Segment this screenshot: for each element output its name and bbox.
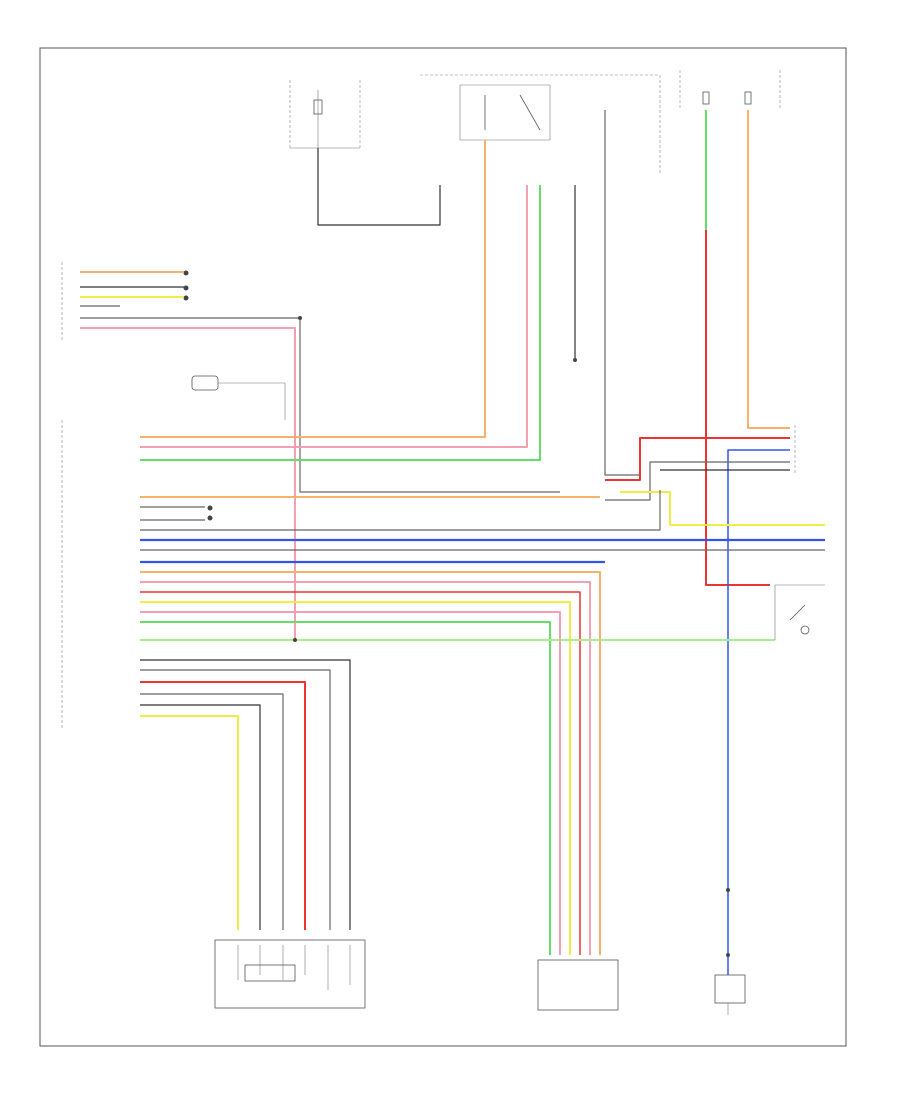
wire-ecm-gray-c [140, 490, 661, 531]
accelerator-pedal-sensor [537, 959, 619, 1011]
wire-cruise-yellow [140, 715, 239, 930]
wire-cruise-gray [140, 669, 331, 930]
ecm-ground-connectors [207, 505, 213, 521]
wire-ecm-yellow-2 [140, 601, 571, 955]
wire-ecm-yellow [620, 491, 825, 526]
connector-dot-4 [726, 888, 730, 892]
wire-ecm-green-2 [140, 621, 551, 955]
connector-dot-2 [293, 638, 297, 642]
wire-tr-gray-2 [80, 317, 560, 493]
wire-cruise-red [140, 681, 306, 930]
fuse-box-top [679, 70, 781, 110]
accelerator-sensor-box [537, 959, 619, 1011]
wire-ecm-pink-2 [140, 581, 591, 955]
wire-ecm-red-2 [140, 591, 581, 955]
cruise-control-switch [214, 939, 366, 1009]
connector-dot-5 [726, 953, 730, 957]
wire-gray-stop [605, 461, 790, 501]
wire-gray-relay [604, 110, 640, 476]
diagram-frame [39, 47, 847, 1047]
wire-ecm-orange-2 [140, 571, 601, 955]
wire-fuse-red [705, 230, 770, 586]
wire-top-black [317, 148, 441, 226]
connector-dot-3 [573, 358, 577, 362]
stop-light-relay-component [420, 74, 661, 175]
ignition-fuse-component [289, 80, 361, 149]
clutch-switch [774, 584, 825, 640]
wire-blue-stop [727, 449, 790, 975]
cruise-switch-box [214, 939, 366, 1009]
ground-switch [714, 974, 746, 1015]
wire-ecm-pink-3 [140, 611, 561, 955]
wire-orange-long [140, 140, 486, 438]
connector-dot-1 [298, 316, 302, 320]
tr-switch-connectors [183, 270, 189, 301]
wire-cruise-gray-2 [140, 693, 284, 930]
ground-switch-box [714, 974, 746, 1004]
wire-fuse-orange [747, 110, 790, 429]
wire-tr-pink [80, 327, 296, 640]
wire-red-stop [605, 437, 790, 481]
wire-pink-long [140, 185, 528, 448]
wire-green-long [140, 185, 541, 461]
wires-group [80, 110, 825, 975]
wire-cruise-black-2 [140, 704, 261, 930]
vehicle-speed-sensor [191, 375, 286, 420]
wire-cruise-black [140, 659, 351, 930]
